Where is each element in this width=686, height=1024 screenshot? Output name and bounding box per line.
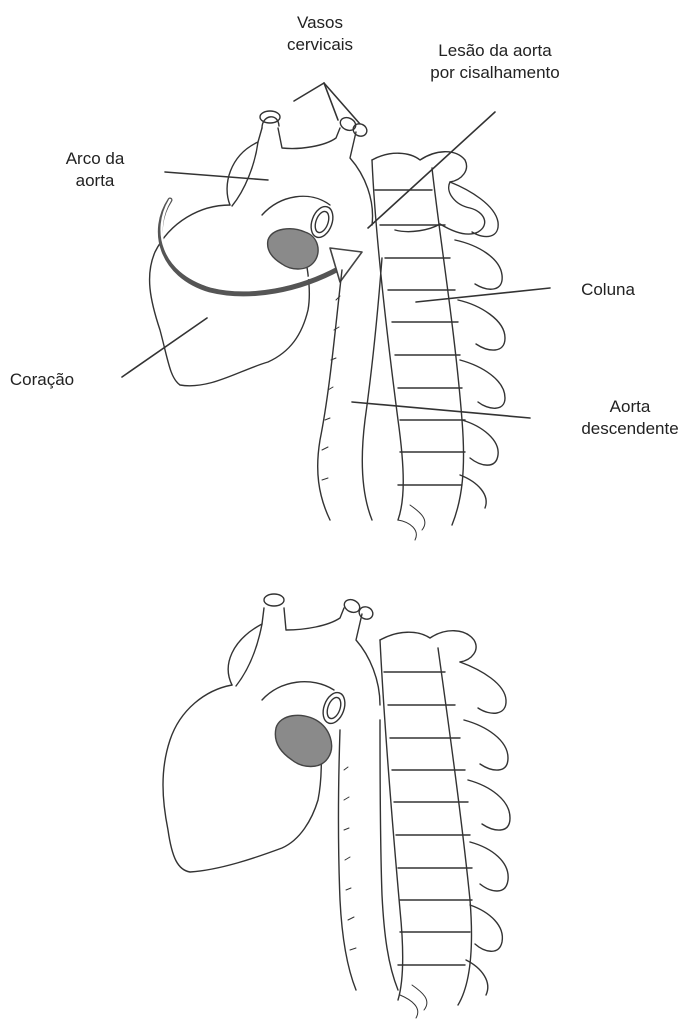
arrow-head — [330, 248, 362, 282]
bottom-figure — [163, 594, 510, 1018]
spine-top — [372, 152, 505, 540]
bronchus — [268, 229, 319, 269]
bronchus-2 — [275, 715, 331, 766]
descending-aorta-2 — [339, 730, 357, 990]
top-figure — [122, 83, 550, 540]
heart-outline-2 — [163, 685, 321, 872]
spine-bottom — [380, 631, 510, 1018]
descending-aorta — [318, 270, 342, 520]
aortic-arch-2 — [228, 608, 380, 705]
